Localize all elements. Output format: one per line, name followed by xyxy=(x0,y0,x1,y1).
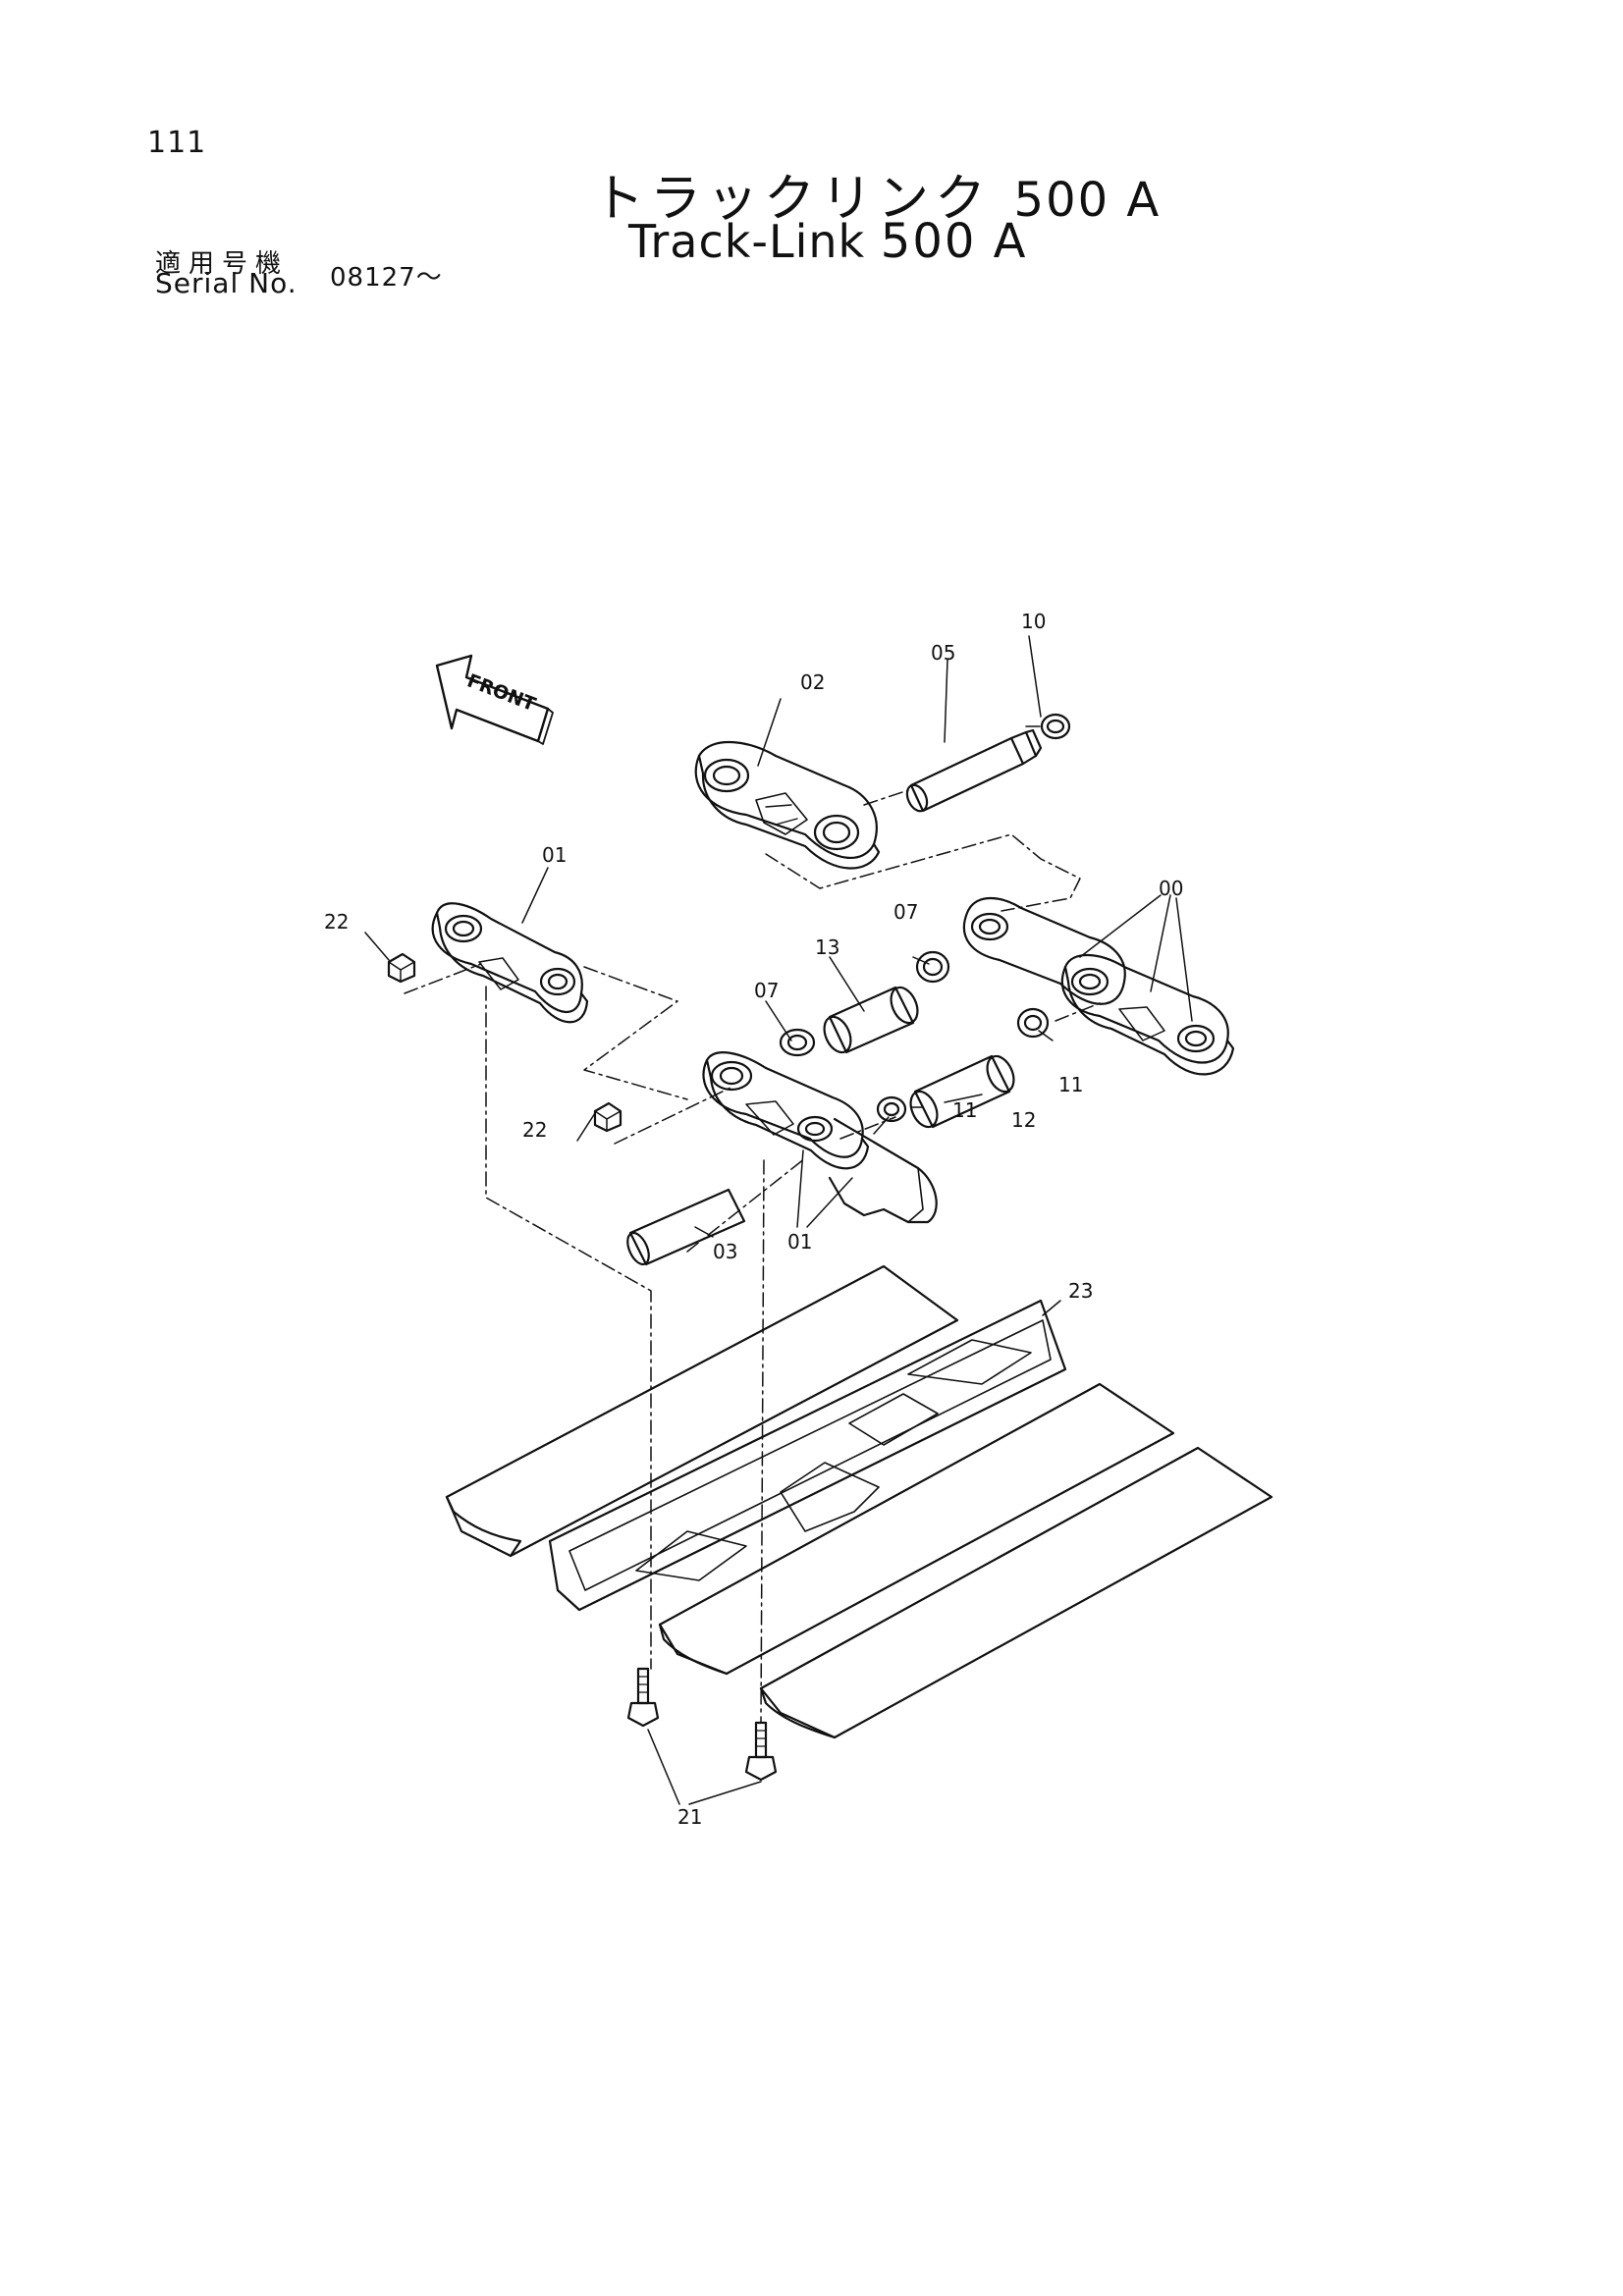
front-arrow-label: FRONT xyxy=(464,670,539,717)
part-07-seal-upper xyxy=(915,950,950,984)
assembly-guide-lines xyxy=(404,725,1101,1724)
part-21-bolt-left xyxy=(626,1667,660,1728)
page-number: 111 xyxy=(147,126,207,160)
label-part-12: 12 xyxy=(1011,1108,1036,1132)
label-part-00: 00 xyxy=(1159,877,1183,900)
label-part-03: 03 xyxy=(713,1240,737,1263)
label-part-01-lower: 01 xyxy=(787,1230,812,1254)
part-00-link-assembly xyxy=(962,896,1235,1076)
part-03-pin xyxy=(626,1188,746,1266)
part-23-track-shoe xyxy=(445,1264,1273,1739)
part-22-nut-upper xyxy=(387,952,416,984)
label-part-11-upper: 11 xyxy=(1058,1073,1083,1096)
part-10-snap-ring xyxy=(1040,713,1071,740)
leader-lines xyxy=(364,635,1193,1805)
page-title-english: Track-Link 500 A xyxy=(628,214,1028,269)
part-11-seal-upper xyxy=(1016,1007,1050,1039)
part-labels: 00 01 01 02 03 05 07 07 10 11 11 12 13 2… xyxy=(324,610,1183,1829)
part-22-nut-lower xyxy=(593,1101,622,1133)
label-part-23: 23 xyxy=(1068,1279,1093,1303)
label-part-07-left: 07 xyxy=(754,979,779,1002)
part-13-bushing xyxy=(823,986,919,1054)
part-05-pin xyxy=(905,728,1043,813)
part-11-seal-lower xyxy=(876,1095,907,1123)
label-part-21: 21 xyxy=(677,1805,702,1829)
label-part-10: 10 xyxy=(1021,610,1046,633)
title-english-text: Track-Link xyxy=(628,215,866,268)
part-02-track-link xyxy=(694,741,881,870)
label-part-07-right: 07 xyxy=(893,900,918,924)
title-model-japanese: 500 A xyxy=(1013,173,1162,228)
part-12-bushing xyxy=(909,1054,1015,1129)
label-part-11-lower: 11 xyxy=(952,1098,977,1122)
part-01-track-link-left xyxy=(431,902,589,1024)
label-part-13: 13 xyxy=(815,935,839,959)
serial-label-english: Serial No. xyxy=(155,267,298,299)
page-title-japanese: トラックリンク 500 A xyxy=(593,157,1161,231)
label-part-05: 05 xyxy=(931,641,955,665)
part-01-track-link-lower xyxy=(702,1051,938,1224)
serial-label-japanese: 適用号機 xyxy=(155,249,290,279)
label-part-02: 02 xyxy=(800,670,825,694)
serial-number-value: 08127～ xyxy=(330,263,443,293)
part-21-bolt-right xyxy=(744,1721,778,1782)
front-arrow-icon: FRONT xyxy=(435,654,554,745)
title-model-english: 500 A xyxy=(880,214,1028,269)
label-part-01-upper: 01 xyxy=(542,843,567,867)
part-07-seal-lower xyxy=(779,1028,816,1057)
title-japanese-text: トラックリンク xyxy=(593,170,993,229)
label-part-22-lower: 22 xyxy=(522,1118,547,1142)
label-part-22-upper: 22 xyxy=(324,910,349,934)
